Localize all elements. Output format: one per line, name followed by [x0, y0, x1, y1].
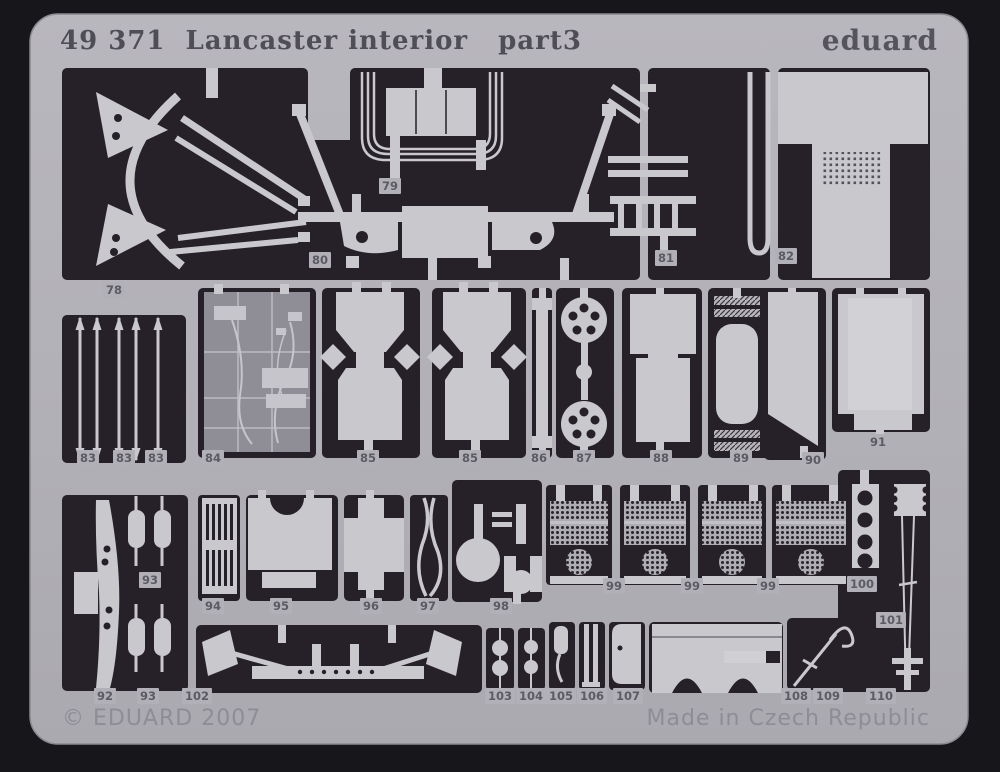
part-85-seat-left [320, 282, 420, 456]
part-label-81: 81 [654, 250, 678, 266]
part-label-87: 87 [572, 450, 596, 466]
part-109-wire-whip [792, 626, 855, 687]
part-78-cockpit-frame [96, 68, 310, 270]
part-87-wheel-discs [561, 288, 607, 458]
part-107-rounded-panel [612, 624, 641, 684]
part-number-title: part3 [498, 26, 582, 56]
part-label-79: 79 [378, 178, 402, 194]
part-label-90: 90 [801, 452, 825, 468]
part-100-lightholes-strip [852, 470, 879, 569]
part-label-84: 84 [201, 450, 225, 466]
part-84-radio-rack-panel [204, 284, 310, 452]
part-label-94: 94 [201, 598, 225, 614]
part-label-107: 107 [612, 688, 644, 704]
part-104-grommets [524, 628, 538, 690]
part-79-panel-with-hoses [360, 68, 504, 178]
part-98-lamp-and-bracket [456, 504, 542, 604]
part-89-cushion-with-straps [714, 288, 760, 459]
part-label-91: 91 [866, 434, 890, 450]
part-label-83c: 83 [144, 450, 168, 466]
part-91-large-panel [838, 288, 924, 436]
part-96-cross-panel [344, 490, 404, 601]
part-label-103: 103 [484, 688, 516, 704]
part-label-78: 78 [102, 282, 126, 298]
part-label-83a: 83 [76, 450, 100, 466]
part-label-99b: 99 [680, 578, 704, 594]
part-80-control-yoke-beam [292, 104, 616, 280]
part-103-grommets [492, 628, 508, 690]
sheet-title: 49 371 Lancaster interior part3 [60, 26, 582, 56]
copyright-text: © EDUARD 2007 [62, 706, 262, 731]
etched-parts [74, 68, 930, 693]
part-97-hoses [417, 497, 443, 598]
part-label-83b: 83 [112, 450, 136, 466]
part-108-equipment-box [652, 624, 782, 693]
part-92-blade-bracket [74, 500, 120, 688]
part-label-95: 95 [269, 598, 293, 614]
part-label-99c: 99 [756, 578, 780, 594]
part-99-mesh-panels [550, 485, 846, 584]
part-81-ladder-and-tube [606, 72, 771, 256]
part-label-80: 80 [308, 252, 332, 268]
part-label-105: 105 [545, 688, 577, 704]
part-102-rudder-pedal-assembly [202, 625, 462, 679]
part-label-106: 106 [576, 688, 608, 704]
part-label-97: 97 [416, 598, 440, 614]
part-94-louvre-panel [202, 498, 237, 594]
part-label-86: 86 [527, 450, 551, 466]
part-label-85b: 85 [458, 450, 482, 466]
part-label-98: 98 [489, 598, 513, 614]
brand-logo-text: eduard [821, 24, 938, 57]
part-label-96: 96 [359, 598, 383, 614]
part-93-oxygen-bottles [128, 496, 171, 672]
part-82-bulkhead-panel [778, 72, 928, 278]
part-110-cross-fitting [892, 648, 923, 690]
part-label-93-mid: 93 [138, 572, 162, 588]
part-label-100: 100 [846, 576, 878, 592]
part-105-microphone [554, 626, 568, 683]
part-88-stacked-panels [630, 288, 696, 458]
part-label-102: 102 [181, 688, 213, 704]
part-106-strips [582, 624, 600, 687]
part-label-92: 92 [93, 688, 117, 704]
part-label-99a: 99 [602, 578, 626, 594]
part-95-seat-back-panel [248, 490, 332, 588]
part-label-101: 101 [875, 612, 907, 628]
part-label-109: 109 [812, 688, 844, 704]
part-label-104: 104 [515, 688, 547, 704]
part-label-88: 88 [649, 450, 673, 466]
part-label-93-bottom: 93 [136, 688, 160, 704]
part-label-108: 108 [780, 688, 812, 704]
part-label-89: 89 [729, 450, 753, 466]
part-label-85a: 85 [356, 450, 380, 466]
part-label-82: 82 [774, 248, 798, 264]
catalog-number: 49 371 [60, 26, 166, 56]
part-label-110: 110 [865, 688, 897, 704]
made-in-text: Made in Czech Republic [646, 706, 930, 731]
product-title: Lancaster interior [185, 26, 469, 56]
part-85-seat-right [427, 282, 527, 456]
